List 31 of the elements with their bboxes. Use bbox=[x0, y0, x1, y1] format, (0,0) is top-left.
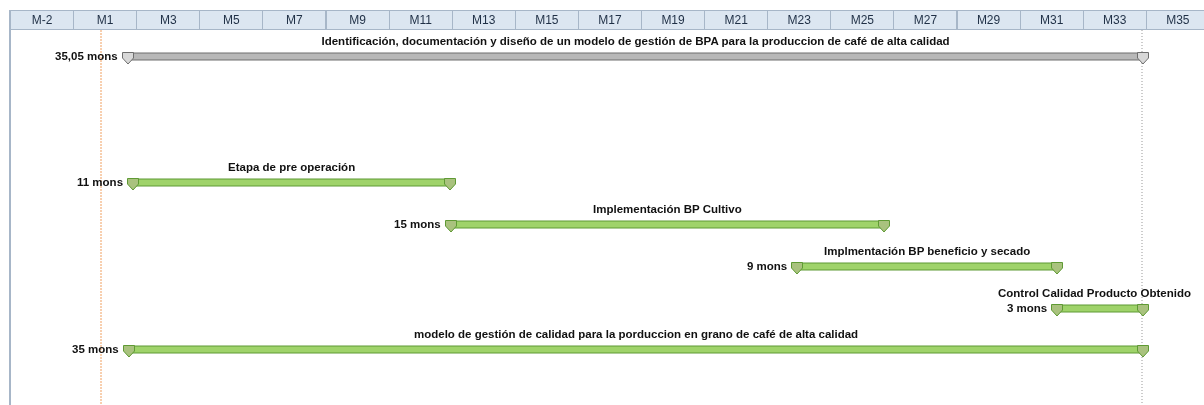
month-header: M7 bbox=[262, 10, 327, 30]
duration-label: 9 mons bbox=[747, 260, 788, 272]
month-header: M13 bbox=[451, 10, 516, 30]
month-header: M9 bbox=[325, 10, 390, 30]
task-name: Identificación, documentación y diseño de un modelo de gestión de BPA para la produccion de café de alta calidad bbox=[321, 35, 950, 47]
month-header: M-2 bbox=[10, 10, 75, 30]
duration-label: 35,05 mons bbox=[55, 50, 118, 62]
duration-label: 35 mons bbox=[72, 343, 119, 355]
task-name: modelo de gestión de calidad para la porduccion en grano de café de alta calidad bbox=[414, 328, 859, 340]
month-header: M15 bbox=[514, 10, 579, 30]
month-header: M19 bbox=[641, 10, 706, 30]
month-header: M17 bbox=[577, 10, 642, 30]
month-header: M25 bbox=[830, 10, 895, 30]
month-header: M11 bbox=[388, 10, 453, 30]
month-header: M33 bbox=[1082, 10, 1147, 30]
duration-label: 11 mons bbox=[77, 176, 124, 188]
month-header: M29 bbox=[956, 10, 1021, 30]
month-header: M31 bbox=[1019, 10, 1084, 30]
task-name: Implmentación BP beneficio y secado bbox=[824, 245, 1031, 257]
month-header: M1 bbox=[73, 10, 138, 30]
month-header: M5 bbox=[199, 10, 264, 30]
task-name: Implementación BP Cultivo bbox=[593, 203, 742, 215]
duration-label: 15 mons bbox=[394, 218, 441, 230]
month-header: M3 bbox=[136, 10, 201, 30]
month-header: M27 bbox=[893, 10, 958, 30]
duration-label: 3 mons bbox=[1007, 302, 1048, 314]
month-header: M35 bbox=[1145, 10, 1204, 30]
month-header: M21 bbox=[704, 10, 769, 30]
task-name: Control Calidad Producto Obtenido bbox=[998, 287, 1191, 299]
task-name: Etapa de pre operación bbox=[228, 161, 356, 173]
month-header: M23 bbox=[767, 10, 832, 30]
